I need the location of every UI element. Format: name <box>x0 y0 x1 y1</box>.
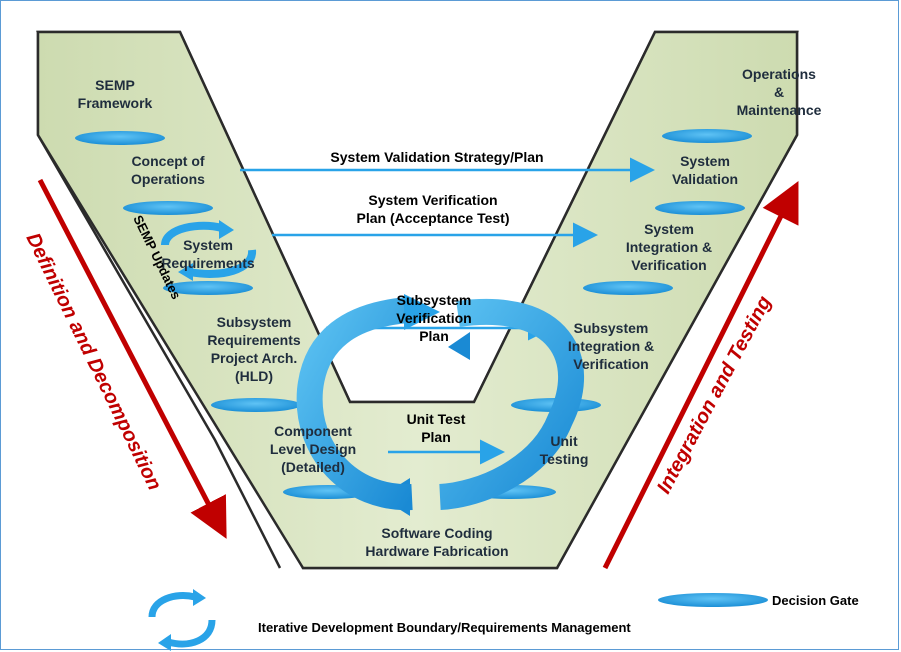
operations-label: Operations & Maintenance <box>737 66 822 118</box>
subsystem-plan-label-line: Subsystem <box>397 292 472 308</box>
integration-arrow <box>602 181 799 570</box>
system-integration-label-line: Integration & <box>626 239 712 255</box>
legend-iterative-label: Iterative Development Boundary/Requireme… <box>258 620 631 635</box>
verification-plan-label-line: Plan (Acceptance Test) <box>356 210 509 226</box>
system-requirements-cycle-icon <box>161 220 256 281</box>
system-validation-label-line: Validation <box>672 171 738 187</box>
decision-gate <box>163 281 253 295</box>
unit-testing-label-line: Testing <box>540 451 589 467</box>
legend-iterative-icon <box>148 589 216 651</box>
component-design-label-line: (Detailed) <box>281 459 345 475</box>
legend-decision-gate-icon <box>658 593 768 607</box>
legend-decision-gate-label: Decision Gate <box>772 593 859 608</box>
decision-gate <box>583 281 673 295</box>
decision-gate <box>211 398 301 412</box>
subsystem-requirements-label-line: (HLD) <box>235 368 273 384</box>
system-validation-label-line: System <box>680 153 730 169</box>
validation-plan-label: System Validation Strategy/Plan <box>330 149 543 165</box>
subsystem-integration-label-line: Verification <box>573 356 648 372</box>
semp-framework-label-line: SEMP <box>95 77 135 93</box>
operations-label-line: Maintenance <box>737 102 822 118</box>
concept-of-operations-label: Concept of Operations <box>131 153 205 187</box>
system-integration-label-line: Verification <box>631 257 706 273</box>
v-band-fill <box>36 30 799 570</box>
verification-plan-label-line: System Verification <box>368 192 497 208</box>
subsystem-cycle-arrow <box>296 294 585 516</box>
unit-testing-label-line: Unit <box>550 433 578 449</box>
subsystem-requirements-label-line: Subsystem <box>217 314 292 330</box>
operations-label-line: Operations <box>742 66 816 82</box>
subsystem-integration-label-line: Integration & <box>568 338 654 354</box>
decision-gate <box>655 201 745 215</box>
concept-of-operations-label-line: Concept of <box>131 153 204 169</box>
decision-gate <box>75 131 165 145</box>
definition-arrow <box>37 178 227 539</box>
subsystem-requirements-label-line: Project Arch. <box>211 350 298 366</box>
decision-gate <box>123 201 213 215</box>
operations-label-line: & <box>774 84 784 100</box>
system-integration-label-line: System <box>644 221 694 237</box>
system-requirements-label-line: Requirements <box>161 255 255 271</box>
unit-test-plan-label-line: Plan <box>421 429 451 445</box>
subsystem-plan-label-line: Verification <box>396 310 471 326</box>
subsystem-requirements-label-line: Requirements <box>207 332 301 348</box>
unit-test-plan-label-line: Unit Test <box>407 411 466 427</box>
coding-label-line: Software Coding <box>381 525 492 541</box>
validation-plan-label-line: System Validation Strategy/Plan <box>330 149 543 165</box>
coding-label-line: Hardware Fabrication <box>365 543 508 559</box>
concept-of-operations-label-line: Operations <box>131 171 205 187</box>
system-requirements-label-line: System <box>183 237 233 253</box>
semp-framework-label-line: Framework <box>78 95 153 111</box>
subsystem-integration-label-line: Subsystem <box>574 320 649 336</box>
decision-gate <box>662 129 752 143</box>
component-design-label-line: Level Design <box>270 441 356 457</box>
component-design-label-line: Component <box>274 423 352 439</box>
semp-framework-label: SEMP Framework <box>78 77 153 111</box>
subsystem-plan-label-line: Plan <box>419 328 449 344</box>
